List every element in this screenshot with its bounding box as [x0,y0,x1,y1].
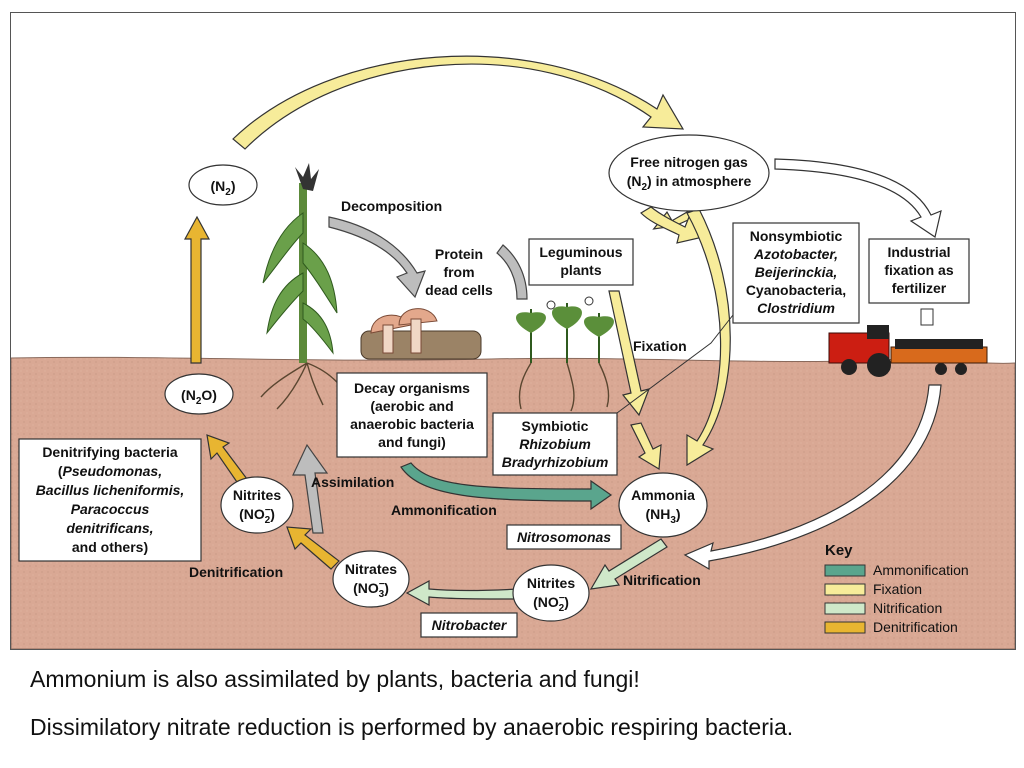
nitrites-to-n2o-arrow [206,434,248,486]
key-label: Ammonification [873,562,969,578]
nitrobacter-box: Nitrobacter [420,612,518,638]
svg-text:Bradyrhizobium: Bradyrhizobium [502,454,609,470]
free-nitrogen-node: Free nitrogen gas (N2) in atmosphere [608,134,770,212]
svg-text:Nitrites: Nitrites [233,487,281,503]
svg-text:Rhizobium: Rhizobium [519,436,591,452]
nitrosomonas-box: Nitrosomonas [506,524,622,550]
legumes-to-ammonia-arrow [608,290,650,417]
decomposition-arrow-2 [496,244,528,300]
svg-text:anaerobic bacteria: anaerobic bacteria [350,416,474,432]
fertilizer-to-ammonia-arrow [683,384,942,571]
svg-text:(N2O): (N2O) [181,387,217,407]
svg-text:Bacillus licheniformis,: Bacillus licheniformis, [36,482,185,498]
ammonia-node: Ammonia (NH3) [618,472,708,538]
svg-text:(Pseudomonas,: (Pseudomonas, [58,463,162,479]
key-title: Key [825,542,853,559]
svg-text:denitrificans,: denitrificans, [66,520,153,536]
caption-assimilation: Ammonium is also assimilated by plants, … [30,666,640,692]
svg-text:Nitrobacter: Nitrobacter [432,617,508,633]
decay-organisms-box: Decay organisms (aerobic and anaerobic b… [336,372,488,458]
mushrooms-and-log-illustration [360,308,482,360]
svg-text:Free nitrogen gas: Free nitrogen gas [630,154,748,170]
fixation-label: Fixation [633,338,687,354]
key-label: Nitrification [873,600,942,616]
svg-text:dead cells: dead cells [425,282,493,298]
key-label: Denitrification [873,619,958,635]
n2-to-atmosphere-arrow [232,55,685,150]
protein-label: Protein from dead cells [425,246,493,298]
svg-text:Azotobacter,: Azotobacter, [753,246,838,262]
industrial-fixation-box: Industrial fixation as fertilizer [868,238,970,304]
svg-text:Leguminous: Leguminous [539,244,622,260]
svg-text:and others): and others) [72,539,148,555]
assimilation-arrow [292,443,329,534]
nitrification-label: Nitrification [623,572,701,588]
legume-plants-illustration [516,296,614,412]
svg-text:Clostridium: Clostridium [757,300,835,316]
atmosphere-to-industrial-arrow [774,158,942,238]
n2o-node: (N2O) [164,373,234,415]
svg-text:fertilizer: fertilizer [892,280,947,296]
denitrification-label: Denitrification [189,564,283,580]
nonsymbiotic-box: Nonsymbiotic Azotobacter, Beijerinckia, … [732,222,860,324]
svg-text:Beijerinckia,: Beijerinckia, [755,264,838,280]
caption-dissimilatory: Dissimilatory nitrate reduction is perfo… [30,714,794,740]
svg-text:Industrial: Industrial [887,244,950,260]
svg-text:(N2): (N2) [210,178,235,198]
leguminous-plants-box: Leguminous plants [528,238,634,286]
key-swatch [824,621,866,634]
svg-text:Cyanobacteria,: Cyanobacteria, [746,282,846,298]
svg-text:Paracoccus: Paracoccus [71,501,150,517]
tractor-illustration [828,308,988,377]
svg-text:(NO−2): (NO−2) [533,593,569,614]
svg-text:Nitrosomonas: Nitrosomonas [517,529,611,545]
svg-text:plants: plants [560,262,601,278]
symbiotic-to-ammonia-arrow [630,422,662,471]
nitrites-right-node: Nitrites (NO−2) [512,564,590,622]
key-legend: Key AmmonificationFixationNitrificationD… [824,542,969,635]
svg-text:Decay organisms: Decay organisms [354,380,470,396]
svg-text:Nonsymbiotic: Nonsymbiotic [750,228,843,244]
svg-text:Protein: Protein [435,246,483,262]
svg-text:Denitrifying bacteria: Denitrifying bacteria [42,444,178,460]
svg-text:and fungi): and fungi) [378,434,446,450]
svg-text:(NO−3): (NO−3) [353,579,389,600]
denitrifying-bacteria-box: Denitrifying bacteria (Pseudomonas, Baci… [18,438,202,562]
svg-text:(NO−2): (NO−2) [239,505,275,526]
svg-text:(NH3): (NH3) [645,506,680,526]
atmosphere-to-ammonia-arrow [686,208,731,467]
nitrates-node: Nitrates (NO−3) [332,550,410,608]
decomposition-label: Decomposition [341,198,442,214]
key-label: Fixation [873,581,922,597]
nitrites-to-nitrates-arrow [405,579,520,607]
nitrates-to-nitrites-arrow [286,526,340,570]
svg-text:from: from [443,264,474,280]
svg-text:(N2) in atmosphere: (N2) in atmosphere [627,173,752,193]
corn-plant-illustration [260,163,348,410]
symbiotic-box: Symbiotic Rhizobium Bradyrhizobium [492,412,618,476]
nitrogen-cycle-diagram: (N2) Free nitrogen gas (N2) in atmospher… [10,12,1016,650]
svg-text:(aerobic and: (aerobic and [370,398,453,414]
svg-text:fixation as: fixation as [884,262,953,278]
key-swatch [824,564,866,577]
svg-text:Symbiotic: Symbiotic [522,418,589,434]
decomposition-arrow [328,216,426,299]
svg-text:Nitrates: Nitrates [345,561,397,577]
svg-text:Nitrites: Nitrites [527,575,575,591]
svg-text:Ammonia: Ammonia [631,487,695,503]
assimilation-label: Assimilation [311,474,394,490]
ammonification-label: Ammonification [391,502,497,518]
nonsymbiotic-pointer-line [616,314,734,414]
n2o-to-n2-arrow [183,215,211,364]
ammonification-arrow [400,462,613,511]
key-swatch [824,583,866,596]
nitrites-left-node: Nitrites (NO−2) [220,476,294,534]
key-swatch [824,602,866,615]
n2-node: (N2) [188,164,258,206]
ammonia-to-nitrites-arrow [589,538,668,590]
